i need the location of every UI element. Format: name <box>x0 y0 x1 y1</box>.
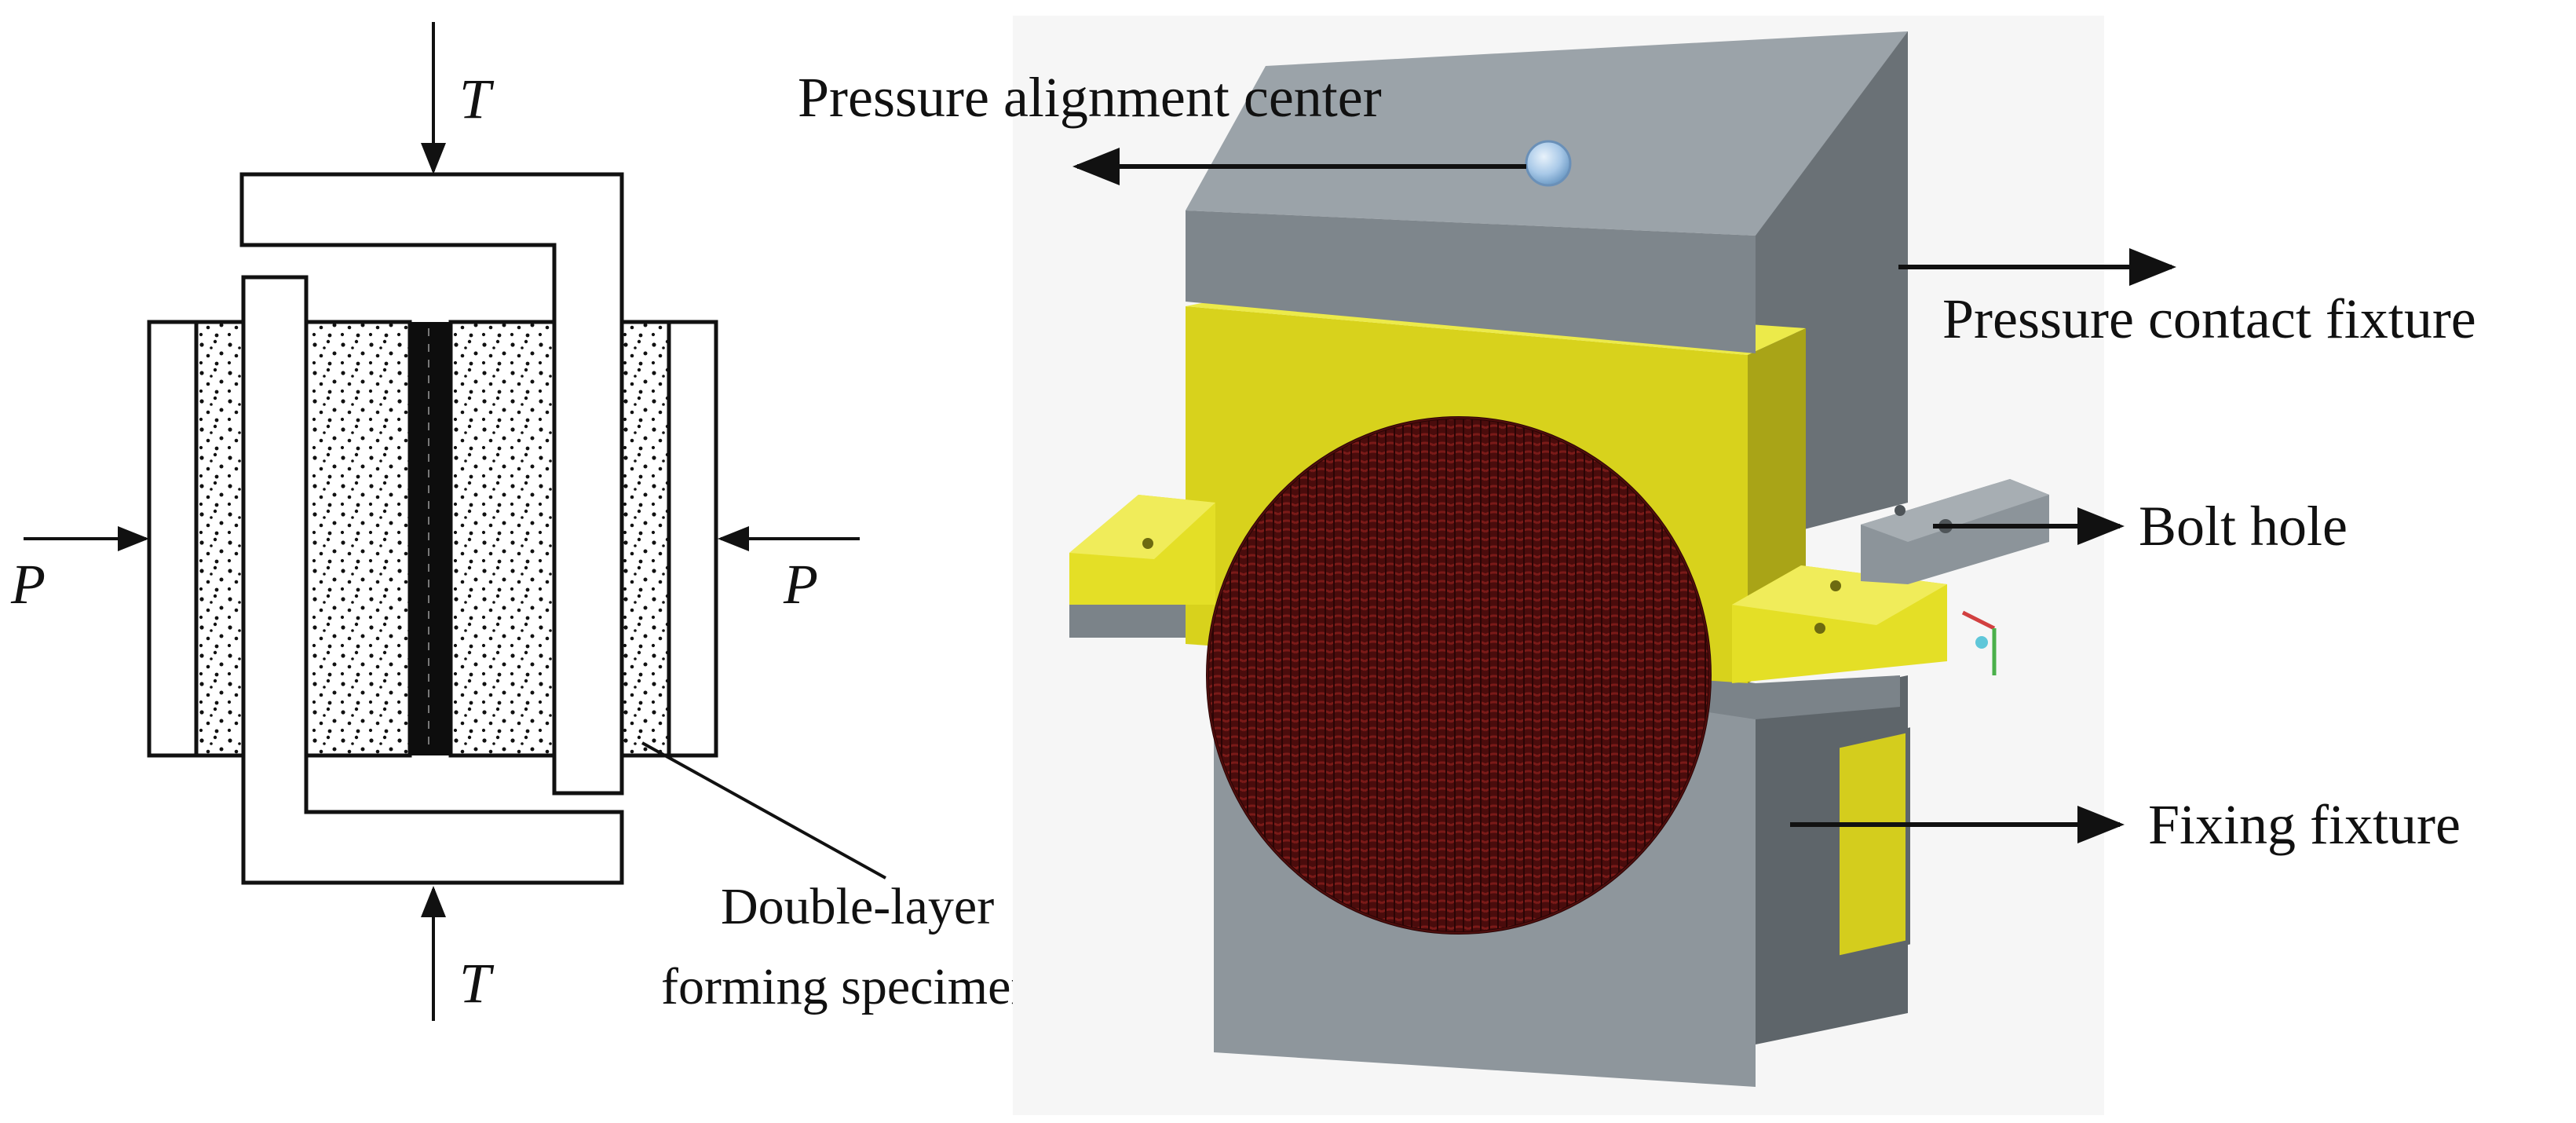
right-dotted-layer <box>619 320 671 758</box>
interface-layer <box>410 322 451 755</box>
pressure-fixture-callout-label: Pressure contact fixture <box>1942 287 2476 350</box>
right-specimen-layer <box>448 320 557 758</box>
circular-specimen <box>1206 416 1712 935</box>
left-specimen-layer <box>304 320 412 758</box>
fixture-3d-model: Pressure alignment center Pressure conta… <box>798 16 2476 1115</box>
force-label-left: P <box>10 553 46 616</box>
specimen-label-line2: forming specimen <box>661 958 1036 1015</box>
right-outer-plate <box>667 320 718 758</box>
left-outer-plate <box>147 320 199 758</box>
specimen-leader-line <box>641 741 886 880</box>
force-label-top: T <box>459 68 495 130</box>
fixing-fixture-window <box>1835 727 1910 961</box>
bolt-hole-callout-label: Bolt hole <box>2139 495 2348 558</box>
specimen-label-line1: Double-layer <box>721 878 994 935</box>
lower-loading-bracket <box>241 275 624 885</box>
force-label-bottom: T <box>459 952 495 1015</box>
alignment-callout-label: Pressure alignment center <box>798 66 1382 129</box>
pressure-alignment-dot <box>1525 140 1572 187</box>
upper-loading-bracket <box>239 172 624 796</box>
force-label-right: P <box>783 553 818 616</box>
fixing-fixture-callout-label: Fixing fixture <box>2148 793 2461 856</box>
pressure-contact-front <box>1186 210 1756 353</box>
shear-test-schematic: T T P P Double-layer forming specimen <box>10 22 1036 1021</box>
pressure-contact-top <box>1186 31 1908 236</box>
left-dotted-layer <box>194 320 246 758</box>
